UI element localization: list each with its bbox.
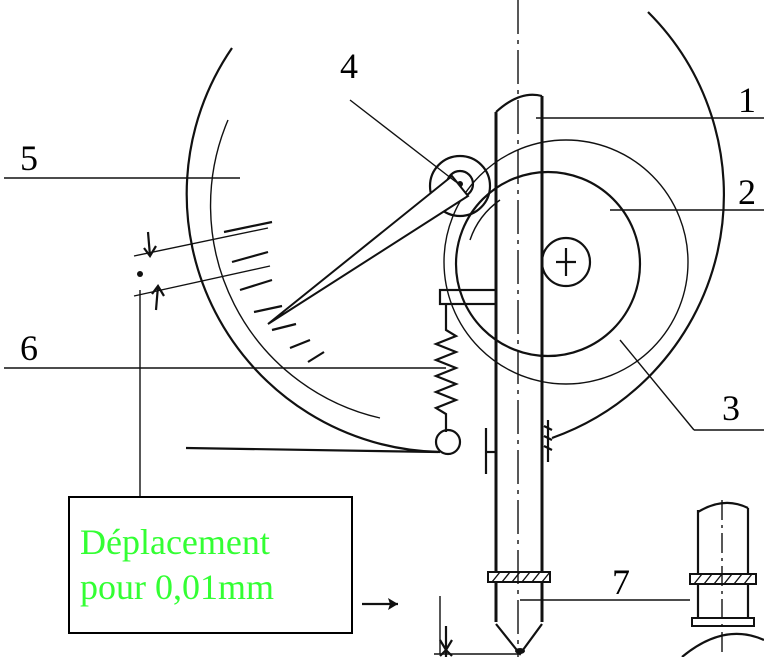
dial-bottom-edge: [185, 446, 439, 454]
leader-3: [619, 339, 695, 431]
caption-line-2: pour 0,01mm: [80, 567, 274, 607]
spindle: [484, 93, 553, 656]
return-spring: [433, 288, 498, 456]
scale-ticks: [223, 220, 325, 363]
caption-line-1: Déplacement: [80, 522, 270, 562]
caption-box: Déplacement pour 0,01mm: [68, 496, 353, 634]
secondary-spindle: [681, 500, 764, 657]
label-7: 7: [612, 562, 630, 602]
pinion-gear: [443, 139, 689, 385]
dial-outer-arc-right: [551, 11, 726, 440]
step-marker: [133, 227, 271, 496]
dial-outer-arc: [185, 47, 441, 454]
label-1: 1: [738, 80, 756, 120]
label-3: 3: [722, 388, 740, 428]
part-labels: 1 2 3 4 5 6 7: [20, 46, 756, 602]
displacement-arrows: [362, 596, 520, 657]
leader-lines: [4, 99, 764, 601]
leader-4: [349, 99, 457, 183]
label-2: 2: [738, 172, 756, 212]
label-5: 5: [20, 138, 38, 178]
needle: [267, 174, 470, 325]
label-4: 4: [340, 46, 358, 86]
label-6: 6: [20, 328, 38, 368]
scale-inner-arc: [209, 119, 381, 419]
